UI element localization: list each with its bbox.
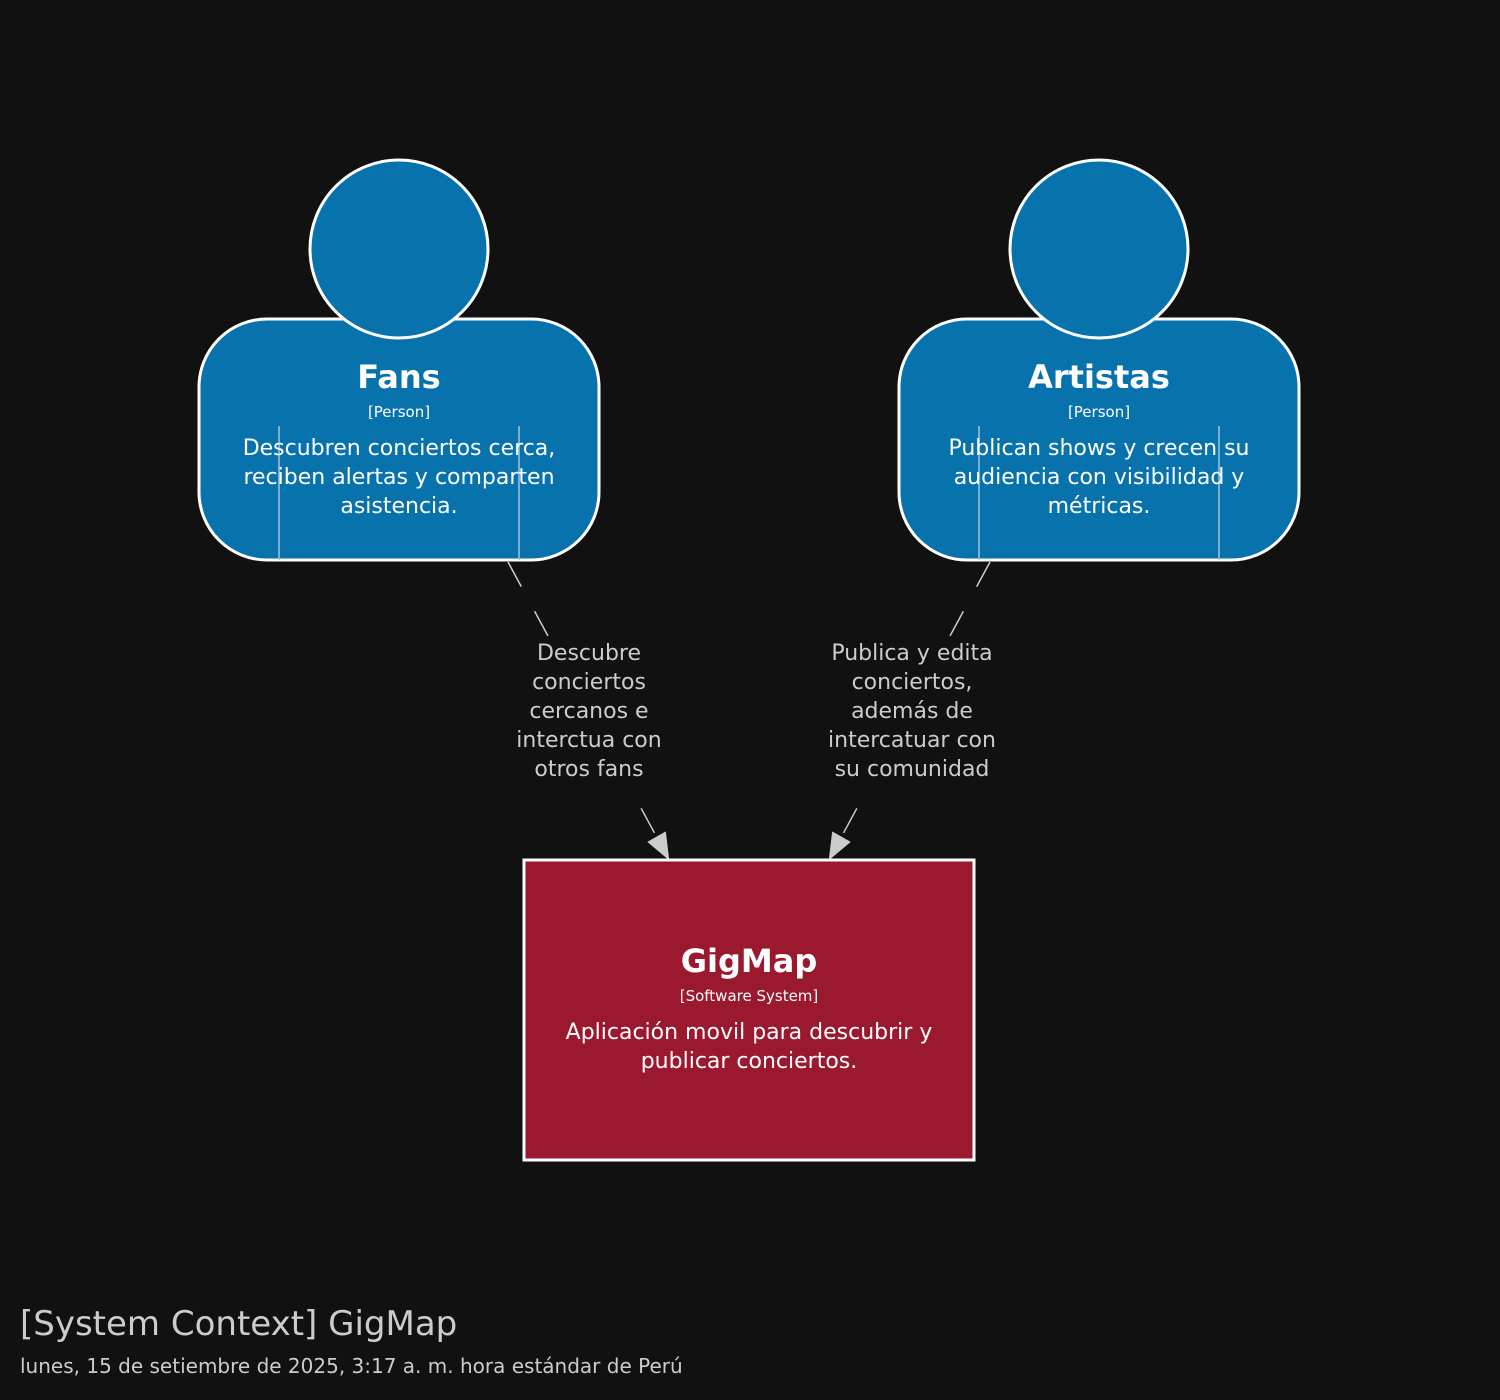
edge-label-fans: Descubre conciertos cercanos e interctua… bbox=[507, 639, 671, 784]
gigmap-type: [Software System] bbox=[679, 987, 819, 1005]
diagram-title: [System Context] GigMap bbox=[20, 1304, 458, 1344]
artistas-type: [Person] bbox=[1067, 403, 1131, 421]
fans-description: Descubren conciertos cerca, reciben aler… bbox=[242, 436, 556, 519]
gigmap-description: Aplicación movil para descubrir y public… bbox=[565, 1020, 933, 1074]
artistas-title: Artistas bbox=[1028, 358, 1170, 396]
node-gigmap[interactable] bbox=[522, 858, 976, 1162]
fans-head bbox=[308, 158, 490, 340]
node-artistas[interactable] bbox=[897, 158, 1301, 562]
fans-type: [Person] bbox=[367, 403, 431, 421]
fans-title: Fans bbox=[357, 358, 441, 396]
gigmap-title: GigMap bbox=[680, 942, 818, 980]
edge-label-artistas: Publica y edita conciertos, además de in… bbox=[818, 639, 1006, 784]
artistas-head bbox=[1008, 158, 1190, 340]
artistas-description: Publican shows y crecen su audiencia con… bbox=[948, 436, 1250, 519]
diagram-timestamp: lunes, 15 de setiembre de 2025, 3:17 a. … bbox=[20, 1354, 683, 1378]
node-fans[interactable] bbox=[197, 158, 601, 562]
gigmap-box bbox=[522, 858, 976, 1162]
